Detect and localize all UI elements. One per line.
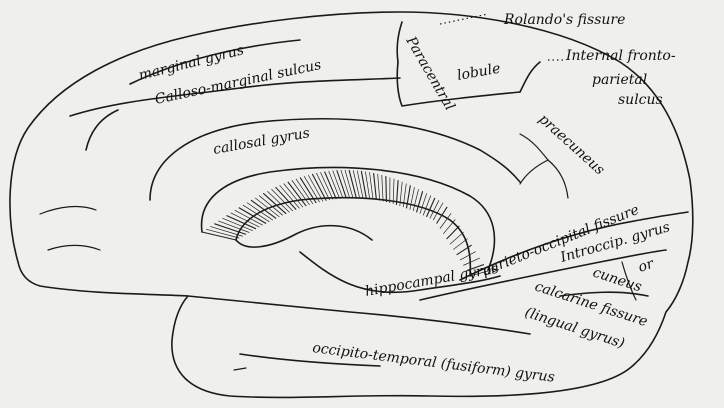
fornix-curve — [236, 226, 372, 247]
collateral-fissure — [188, 296, 530, 334]
hatch-line — [353, 170, 360, 198]
hatch-line — [267, 191, 289, 212]
praecuneus-sulcus-3 — [520, 160, 548, 184]
hatch-line — [386, 176, 387, 202]
label-callosal-gyrus: callosal gyrus — [212, 125, 311, 158]
hatch-line — [427, 198, 435, 217]
label-rolando: Rolando's fissure — [503, 12, 625, 28]
label-occipito-temporal: occipito-temporal (fusiform) gyrus — [312, 340, 556, 386]
rolando-fissure-line — [397, 22, 402, 62]
hatch-line — [349, 170, 356, 198]
hatch-line — [370, 172, 374, 199]
hatch-line — [312, 174, 326, 201]
hatch-line — [255, 198, 279, 217]
sulcus-branch — [86, 110, 118, 150]
frontal-sulcus-1 — [40, 207, 96, 214]
label-praecuneus: praecuneus — [535, 111, 607, 178]
hatch-line — [276, 187, 297, 209]
corpus-callosum-inner — [236, 198, 470, 276]
hatch-line — [280, 185, 300, 208]
hatch-line — [378, 174, 380, 201]
praecuneus-sulcus-1 — [520, 134, 548, 160]
corpus-callosum-outer — [202, 167, 495, 270]
frontal-sulcus-2 — [48, 246, 100, 251]
hatch-line — [430, 200, 439, 218]
hatch-line — [243, 205, 270, 222]
hatch-line — [284, 184, 303, 208]
hatch-line — [259, 196, 283, 216]
hatch-line — [271, 189, 292, 211]
label-internal-fronto-3: sulcus — [618, 92, 663, 108]
hatch-line — [393, 179, 394, 204]
temporal-tick — [234, 368, 246, 370]
hatch-line — [239, 208, 266, 224]
label-cuneus: cuneus — [591, 265, 644, 296]
hatch-line — [308, 175, 323, 201]
label-paracentral-2: lobule — [456, 61, 502, 84]
label-internal-fronto-2: parietal — [592, 72, 647, 88]
praecuneus-sulcus-2 — [548, 160, 568, 198]
hatch-line — [382, 175, 383, 201]
hatch-line — [460, 252, 476, 261]
hatch-line — [453, 239, 467, 250]
hatch-line — [374, 173, 377, 200]
internal-fronto-parietal-line — [520, 62, 540, 92]
label-internal-fronto-1: Internal fronto- — [565, 48, 676, 64]
label-or: or — [636, 256, 657, 276]
hatch-line — [410, 187, 415, 209]
hatch-line — [345, 170, 353, 198]
hatch-line — [423, 196, 431, 216]
